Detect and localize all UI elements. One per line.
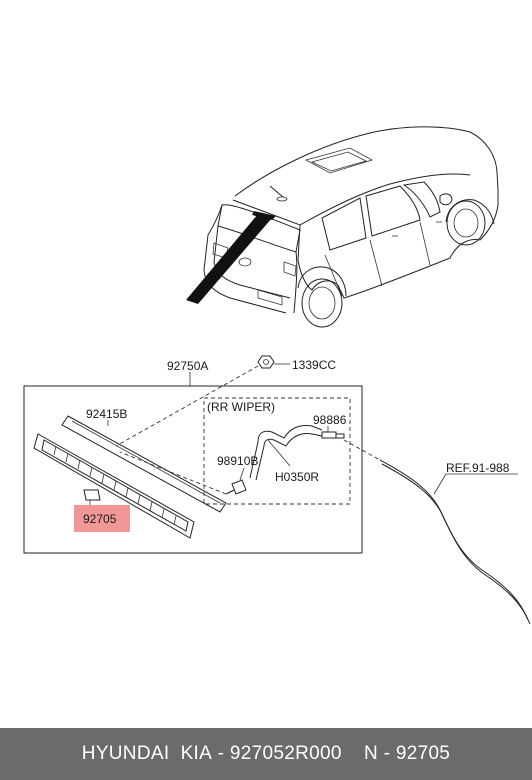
footer-separator: - — [212, 743, 230, 764]
label-hose[interactable]: H0350R — [275, 470, 319, 484]
rr-wiper-box — [203, 397, 351, 505]
footer-separator-2: N - — [341, 743, 396, 764]
label-nut[interactable]: 1339CC — [292, 358, 336, 372]
label-gasket[interactable]: 92415B — [86, 407, 127, 421]
label-connector[interactable]: 98886 — [313, 413, 347, 427]
car-illustration — [186, 126, 499, 328]
nozzle-part — [119, 451, 247, 495]
footer-part-number: 927052R000 — [229, 743, 342, 764]
assembly-box — [23, 372, 363, 554]
label-nozzle[interactable]: 98910B — [217, 454, 258, 468]
highlight-box — [74, 505, 130, 532]
label-highlighted-part[interactable]: 92705 — [83, 512, 117, 526]
parts-diagram: 92750A 1339CC 92415B (RR WIPER) 98886 98… — [23, 126, 531, 625]
footer-ref-number: 92705 — [395, 743, 451, 764]
reference-tube — [343, 439, 531, 625]
label-wiper-group: (RR WIPER) — [207, 400, 275, 414]
footer-brand: HYUNDAI KIA — [81, 743, 213, 764]
label-assembly[interactable]: 92750A — [167, 359, 208, 373]
label-reference[interactable]: REF.91-988 — [446, 461, 510, 475]
hose-part — [249, 425, 323, 481]
footer-bar: HYUNDAI KIA - 927052R000 N - 92705 — [0, 728, 532, 780]
connector-part — [321, 426, 345, 439]
nut-part — [115, 355, 290, 447]
stop-lamp-part — [33, 433, 195, 539]
